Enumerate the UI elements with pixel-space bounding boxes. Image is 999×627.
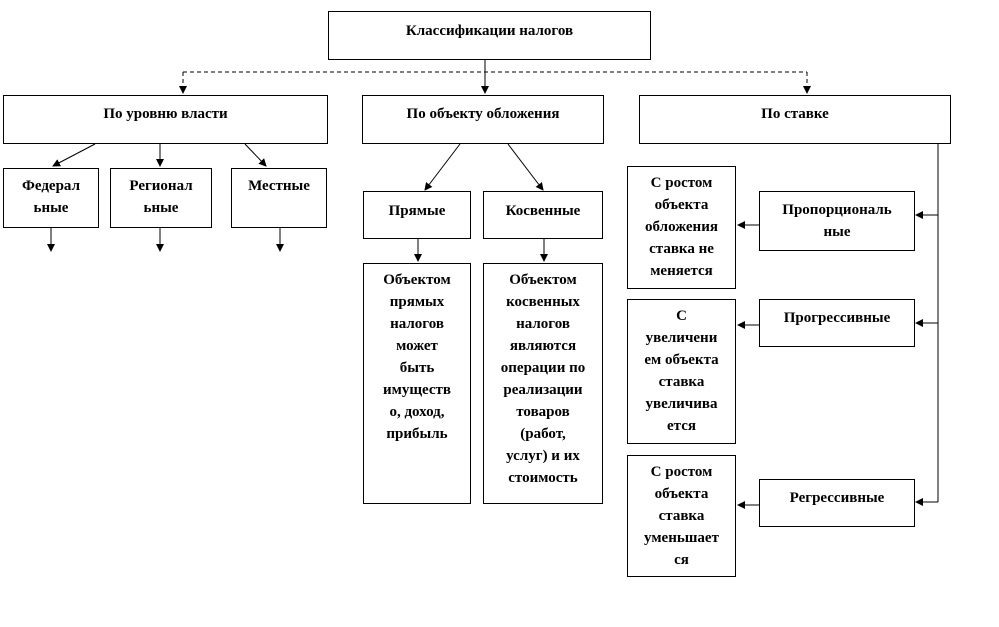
rate-regressive: Регрессивные	[759, 479, 915, 527]
level-local-label: Местные	[248, 178, 310, 194]
category-by-rate-label: По ставке	[761, 106, 829, 122]
rate-progressive-label: Прогрессивные	[783, 310, 891, 326]
root-branch	[179, 60, 811, 94]
object-indirect: Косвенные	[483, 191, 603, 239]
level-federal-label: Федерал ьные	[22, 178, 80, 216]
category-by-level-label: По уровню власти	[103, 106, 228, 122]
level-regional-label: Регионал ьные	[129, 178, 193, 216]
level-arrows	[47, 143, 284, 252]
rate-progressive: Прогрессивные	[759, 299, 915, 347]
object-direct: Прямые	[363, 191, 471, 239]
object-indirect-description: Объектом косвенных налогов являются опер…	[483, 263, 603, 504]
object-indirect-description-text: Объектом косвенных налогов являются опер…	[500, 272, 586, 486]
rate-regressive-description: С ростом объекта ставка уменьшает ся	[627, 455, 736, 577]
level-local: Местные	[231, 168, 327, 228]
rate-arrows	[737, 144, 939, 509]
rate-progressive-description-text: С увеличени ем объекта ставка увеличива …	[644, 308, 719, 434]
root-title-box: Классификации налогов	[328, 11, 651, 60]
rate-proportional-label: Пропорциональ ные	[782, 202, 892, 240]
rate-regressive-description-text: С ростом объекта ставка уменьшает ся	[644, 464, 719, 568]
object-direct-description-text: Объектом прямых налогов может быть имуще…	[383, 272, 451, 442]
rate-proportional-description: С ростом объекта обложения ставка не мен…	[627, 166, 736, 289]
rate-proportional: Пропорциональ ные	[759, 191, 915, 251]
level-regional: Регионал ьные	[110, 168, 212, 228]
object-arrows	[414, 143, 548, 262]
object-indirect-label: Косвенные	[505, 203, 581, 219]
category-by-level: По уровню власти	[3, 95, 328, 144]
rate-proportional-description-text: С ростом объекта обложения ставка не мен…	[645, 175, 718, 279]
category-by-object: По объекту обложения	[362, 95, 604, 144]
category-by-object-label: По объекту обложения	[406, 106, 560, 122]
rate-progressive-description: С увеличени ем объекта ставка увеличива …	[627, 299, 736, 444]
level-federal: Федерал ьные	[3, 168, 99, 228]
rate-regressive-label: Регрессивные	[789, 490, 885, 506]
object-direct-description: Объектом прямых налогов может быть имуще…	[363, 263, 471, 504]
category-by-rate: По ставке	[639, 95, 951, 144]
object-direct-label: Прямые	[388, 203, 446, 219]
root-title: Классификации налогов	[405, 23, 574, 39]
